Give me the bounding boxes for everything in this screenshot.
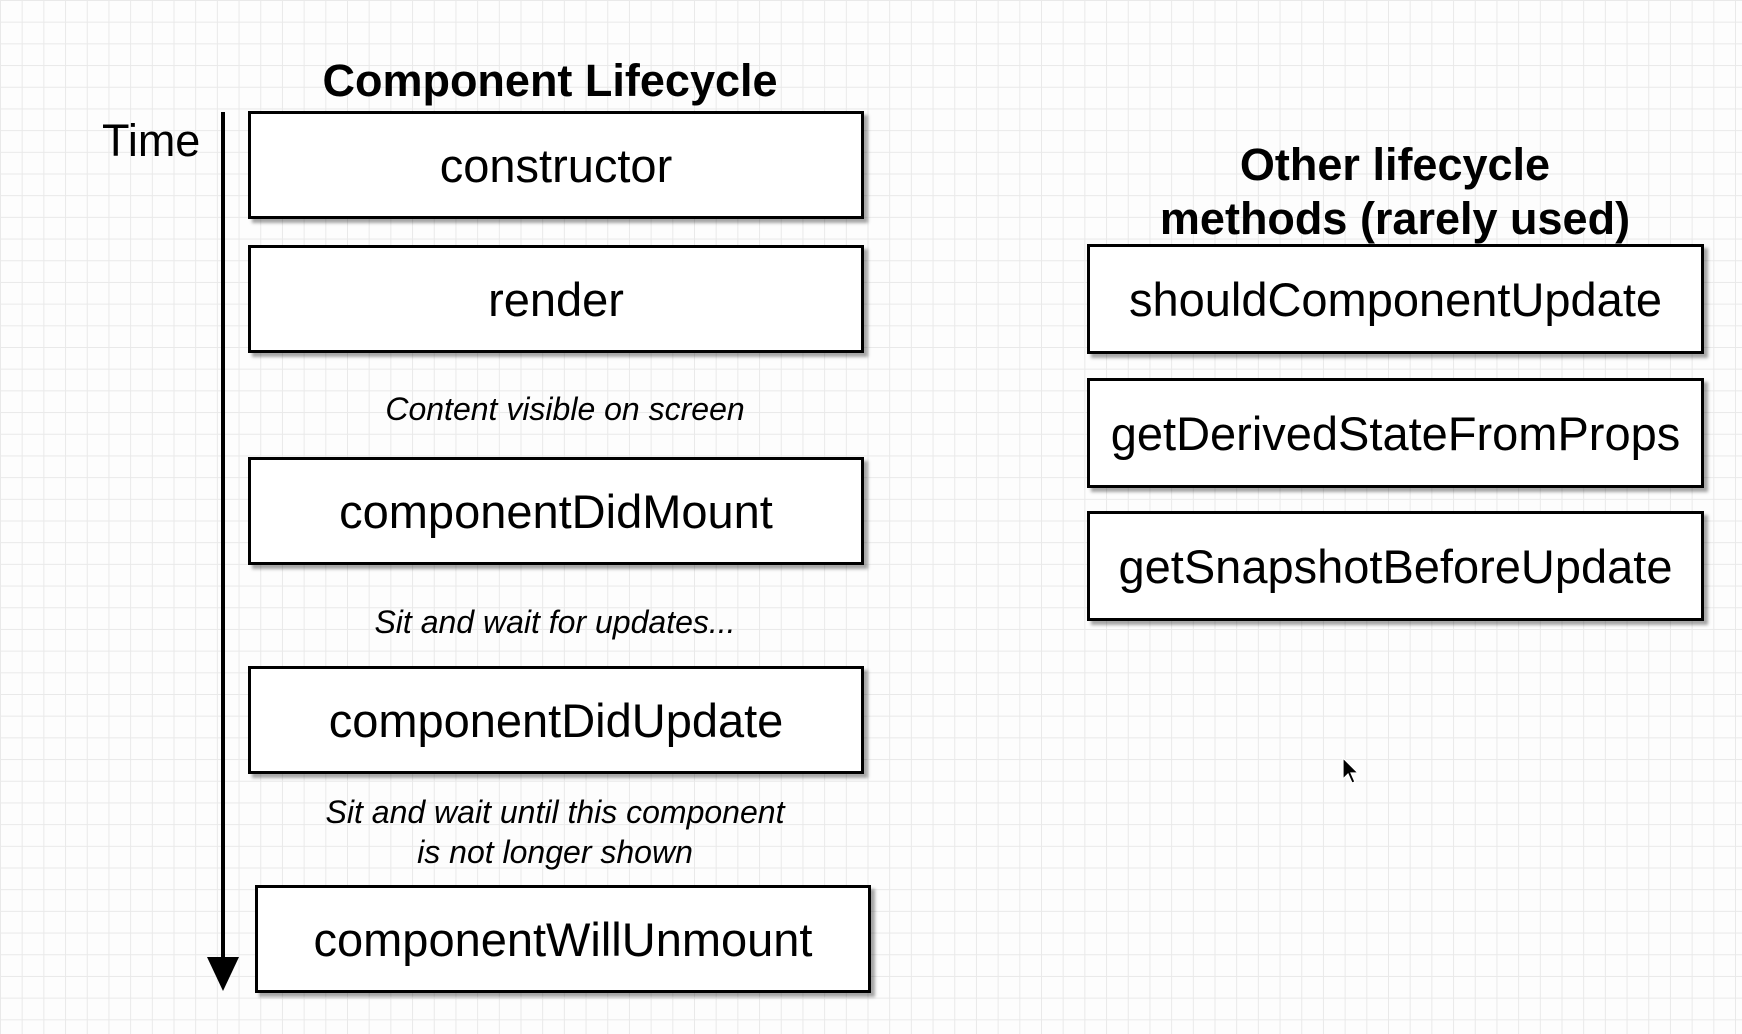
method-get-snapshot-before-update: getSnapshotBeforeUpdate — [1087, 511, 1704, 621]
time-label: Time — [102, 115, 201, 166]
step-component-did-mount: componentDidMount — [248, 457, 864, 565]
method-get-derived-state-from-props: getDerivedStateFromProps — [1087, 378, 1704, 488]
other-methods-title: Other lifecycle methods (rarely used) — [1045, 138, 1742, 246]
note-wait-until-unmount-line2: is not longer shown — [417, 834, 693, 870]
note-wait-for-updates: Sit and wait for updates... — [374, 604, 736, 640]
step-render: render — [248, 245, 864, 353]
note-content-visible: Content visible on screen — [385, 391, 745, 427]
lifecycle-title: Component Lifecycle — [322, 55, 778, 106]
step-component-did-update: componentDidUpdate — [248, 666, 864, 774]
step-constructor: constructor — [248, 111, 864, 219]
mouse-cursor-icon — [1342, 757, 1360, 784]
other-methods-title-line2: methods (rarely used) — [1159, 193, 1631, 244]
note-wait-until-unmount-line1: Sit and wait until this component — [325, 794, 785, 830]
method-should-component-update: shouldComponentUpdate — [1087, 244, 1704, 354]
step-component-will-unmount: componentWillUnmount — [255, 885, 871, 993]
other-methods-title-line1: Other lifecycle — [1239, 139, 1551, 190]
